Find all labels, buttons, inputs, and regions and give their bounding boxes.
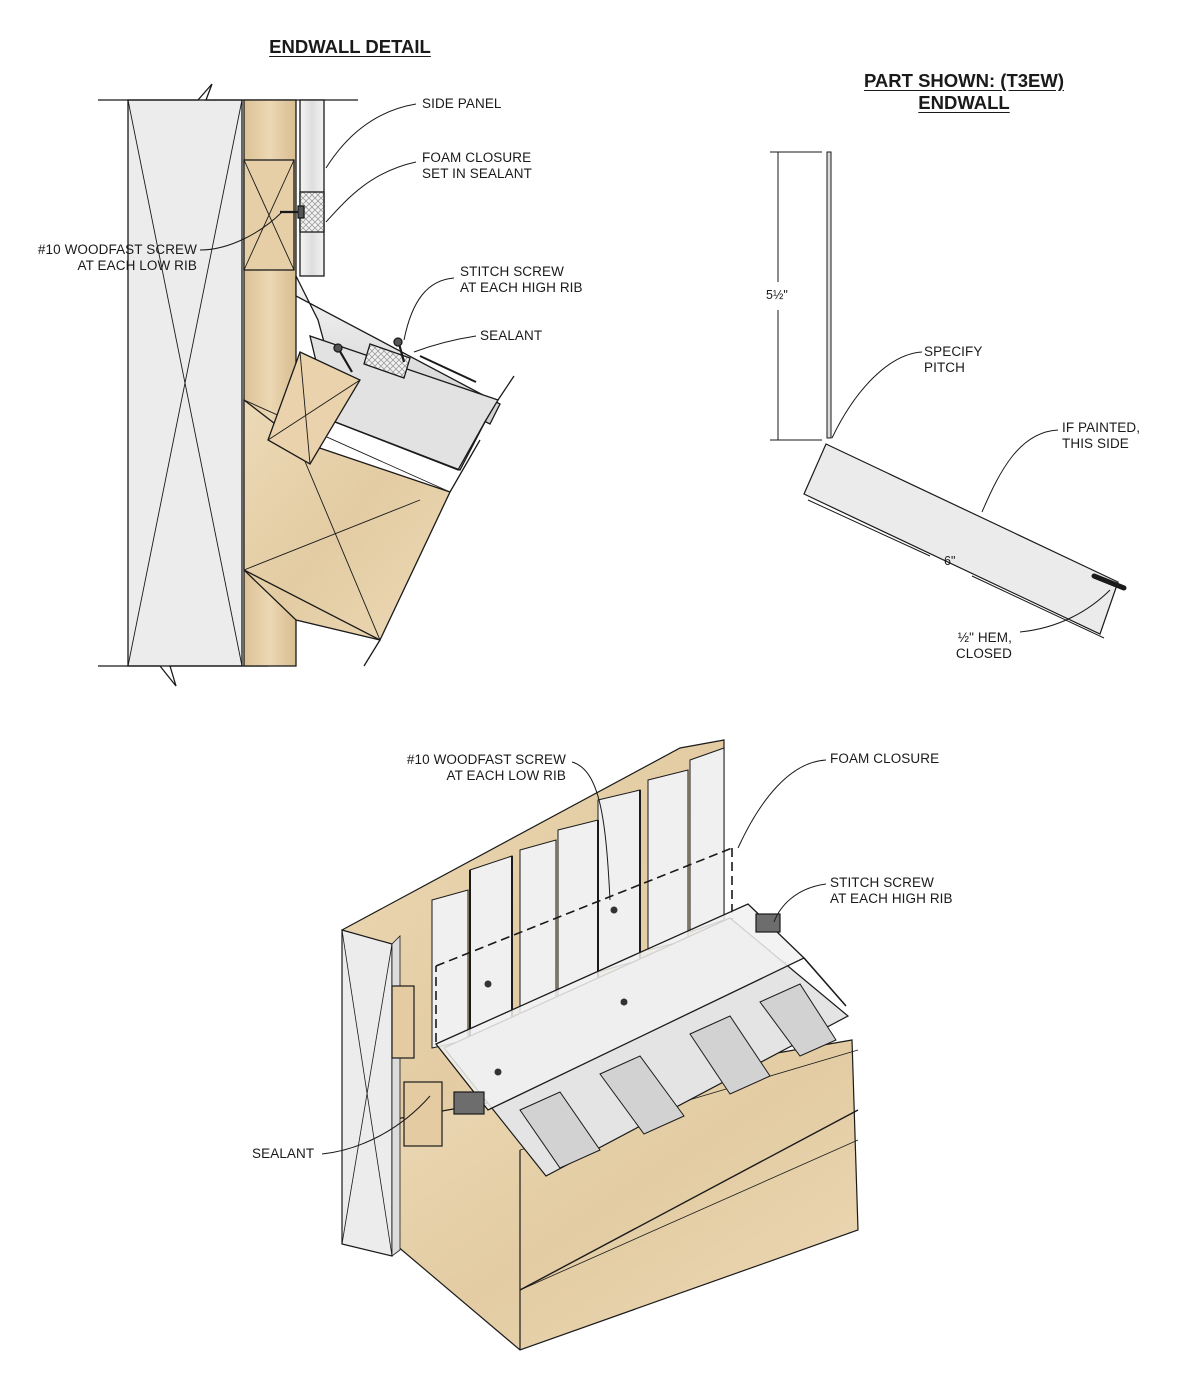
iso-leaders (321, 759, 827, 1155)
part-sloped-leg (803, 443, 1119, 635)
label-woodfast-line2: AT EACH LOW RIB (77, 258, 197, 273)
label-painted-line1: IF PAINTED, (1062, 420, 1141, 435)
label-stitch-line1: STITCH SCREW (460, 264, 564, 279)
dim-height (770, 151, 822, 441)
part-title-line2: ENDWALL (918, 92, 1010, 113)
label-iso-stitch: STITCH SCREW AT EACH HIGH RIB (830, 875, 953, 907)
woodfast-screw (280, 205, 305, 219)
label-stitch-line2: AT EACH HIGH RIB (460, 280, 583, 295)
isometric-view (341, 739, 859, 1351)
detail-title: ENDWALL DETAIL (269, 36, 431, 57)
side-panel (299, 99, 325, 277)
label-iso-foam: FOAM CLOSURE (830, 751, 940, 766)
part-vertical-leg (826, 151, 832, 439)
part-shown (770, 151, 1127, 639)
label-woodfast: #10 WOODFAST SCREW AT EACH LOW RIB (14, 242, 197, 274)
label-iso-sealant: SEALANT (252, 1146, 315, 1161)
label-foam-closure-line1: FOAM CLOSURE (422, 150, 532, 165)
dim-height-label: 5½" (766, 288, 788, 302)
label-painted-line2: THIS SIDE (1062, 436, 1129, 451)
label-sealant: SEALANT (480, 328, 543, 343)
label-foam-closure-line2: SET IN SEALANT (422, 166, 532, 181)
label-hem-line2: CLOSED (955, 646, 1012, 661)
label-hem: ½" HEM, CLOSED (920, 630, 1012, 662)
iso-foam-block-2 (755, 913, 781, 933)
label-iso-stitch-line2: AT EACH HIGH RIB (830, 891, 953, 906)
label-foam-closure: FOAM CLOSURE SET IN SEALANT (422, 150, 532, 182)
label-side-panel: SIDE PANEL (422, 96, 502, 111)
iso-block-2 (403, 1081, 443, 1147)
label-iso-stitch-line1: STITCH SCREW (830, 875, 934, 890)
iso-roof-ribs (519, 983, 837, 1169)
foam-closure-roof (363, 343, 411, 379)
part-title-line1: PART SHOWN: (T3EW) (863, 70, 1065, 91)
detail-leaders (199, 103, 477, 353)
dim-length-label: 6" (944, 554, 956, 568)
dim-length (807, 499, 1105, 639)
iso-foam-block (453, 1091, 485, 1115)
label-iso-woodfast: #10 WOODFAST SCREW AT EACH LOW RIB (380, 752, 566, 784)
label-specify-line2: PITCH (924, 360, 965, 375)
label-iso-woodfast-line1: #10 WOODFAST SCREW (406, 752, 566, 767)
iso-side-panels (431, 747, 725, 1049)
label-woodfast-line1: #10 WOODFAST SCREW (37, 242, 197, 257)
label-hem-line1: ½" HEM, (957, 630, 1012, 645)
section-detail (98, 83, 515, 687)
label-if-painted: IF PAINTED, THIS SIDE (1062, 420, 1140, 452)
iso-block-1 (391, 985, 415, 1059)
label-specify-line1: SPECIFY (924, 344, 983, 359)
label-specify-pitch: SPECIFY PITCH (924, 344, 982, 376)
part-hem (1091, 573, 1127, 591)
label-iso-woodfast-line2: AT EACH LOW RIB (446, 768, 566, 783)
label-stitch-screw: STITCH SCREW AT EACH HIGH RIB (460, 264, 583, 296)
iso-screws (484, 906, 628, 1076)
part-leaders (831, 351, 1111, 633)
